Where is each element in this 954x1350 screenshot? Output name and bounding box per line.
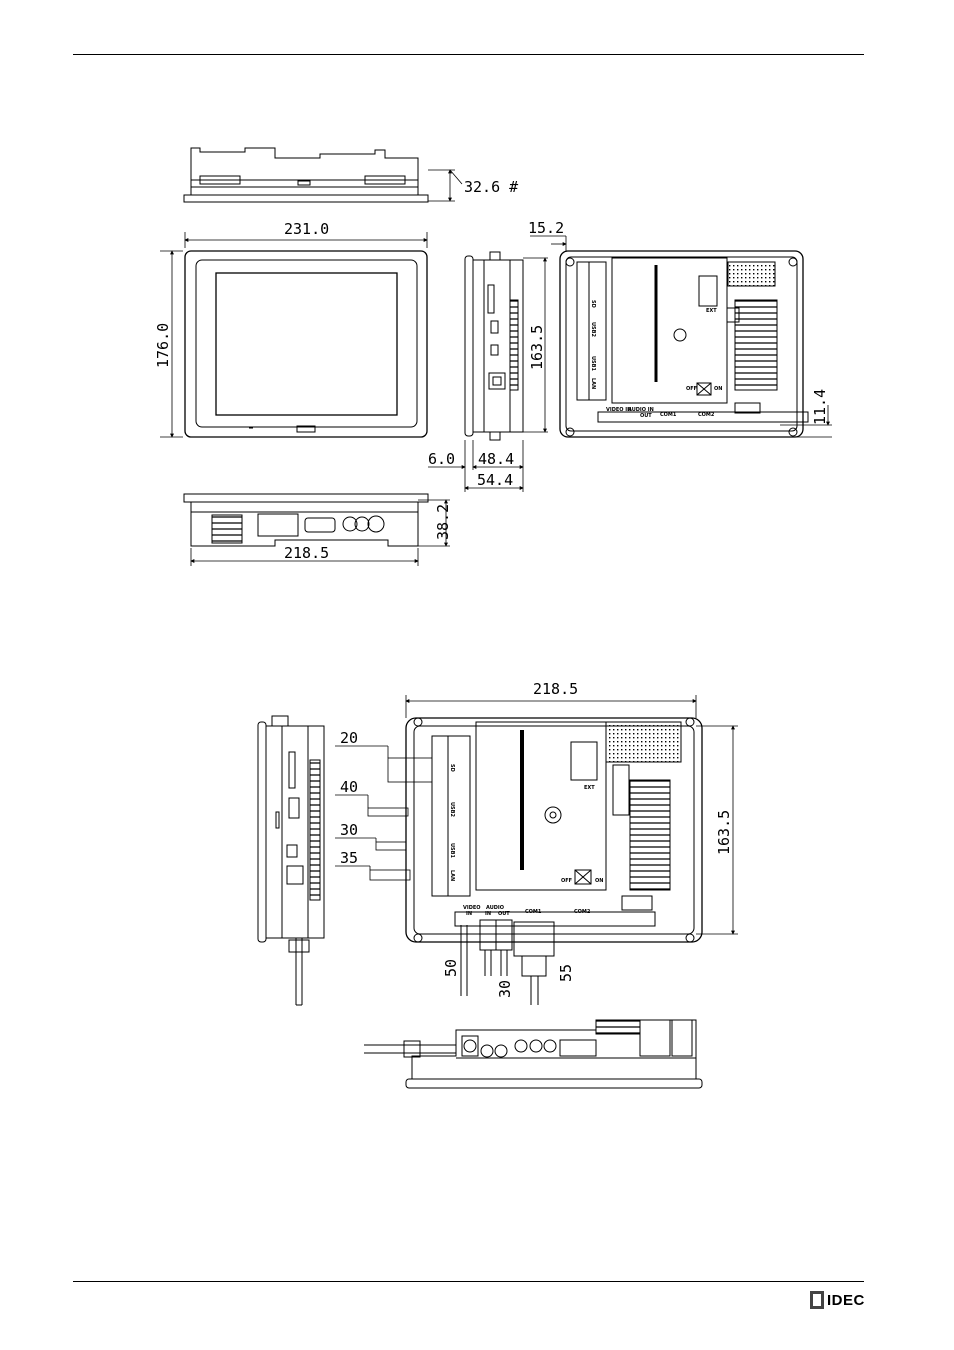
dim-com1-clearance: 55 [557,964,575,982]
fig2-bottom-view [364,1020,702,1088]
dim-video-clearance: 50 [442,959,460,977]
dim-front-width: 231.0 [284,220,329,238]
dim-side-height: 163.5 [528,325,546,370]
dim-top-depth: 32.6 # [464,178,518,196]
dim-rear-offset: 15.2 [528,219,564,237]
fig2-side-view [258,716,324,1005]
dim-fig2-height: 163.5 [715,810,733,855]
top-view [184,148,462,202]
label-audio-out-small: OUT [640,413,652,419]
brand-logo-icon [810,1291,824,1309]
dim-lan-clearance: 35 [340,849,358,867]
label-lan: LAN [449,870,455,881]
dim-bezel: 6.0 [428,450,455,468]
label-on-small: ON [714,386,722,392]
label-usb1: USB1 [449,843,455,858]
label-sd-small: SD [590,300,596,308]
label-usb2: USB2 [449,802,455,817]
dim-front-height: 176.0 [154,323,172,368]
rear-view-small [560,251,832,437]
label-audio-out: OUT [498,911,510,917]
label-lan-small: LAN [590,378,596,389]
label-com2: COM2 [574,909,591,915]
dim-bottom-width: 218.5 [284,544,329,562]
dim-usb1-clearance: 30 [340,821,358,839]
label-video-in: IN [466,911,472,917]
label-audio-in: IN [485,911,491,917]
fig2-width-dim [406,695,696,718]
label-ext: EXT [584,785,595,791]
label-usb2-small: USB2 [590,322,596,337]
label-com1-small: COM1 [660,412,677,418]
label-off: OFF [561,878,572,884]
label-ext-small: EXT [706,308,717,314]
dim-usb2-clearance: 40 [340,778,358,796]
dim-rear-bottom: 11.4 [811,389,829,425]
label-sd: SD [449,764,455,772]
label-usb1-small: USB1 [590,356,596,371]
dim-fig2-width: 218.5 [533,680,578,698]
dim-audio-clearance: 30 [496,980,514,998]
dim-total-depth: 54.4 [477,471,513,489]
dim-bottom-height: 38.2 [434,504,452,540]
label-com2-small: COM2 [698,412,715,418]
dim-sd-clearance: 20 [340,729,358,747]
front-view [160,232,427,437]
brand-logo: IDEC [810,1290,865,1310]
label-on: ON [595,878,603,884]
brand-name: IDEC [827,1292,865,1309]
label-off-small: OFF [686,386,697,392]
dim-body-depth: 48.4 [478,450,514,468]
label-com1: COM1 [525,909,542,915]
